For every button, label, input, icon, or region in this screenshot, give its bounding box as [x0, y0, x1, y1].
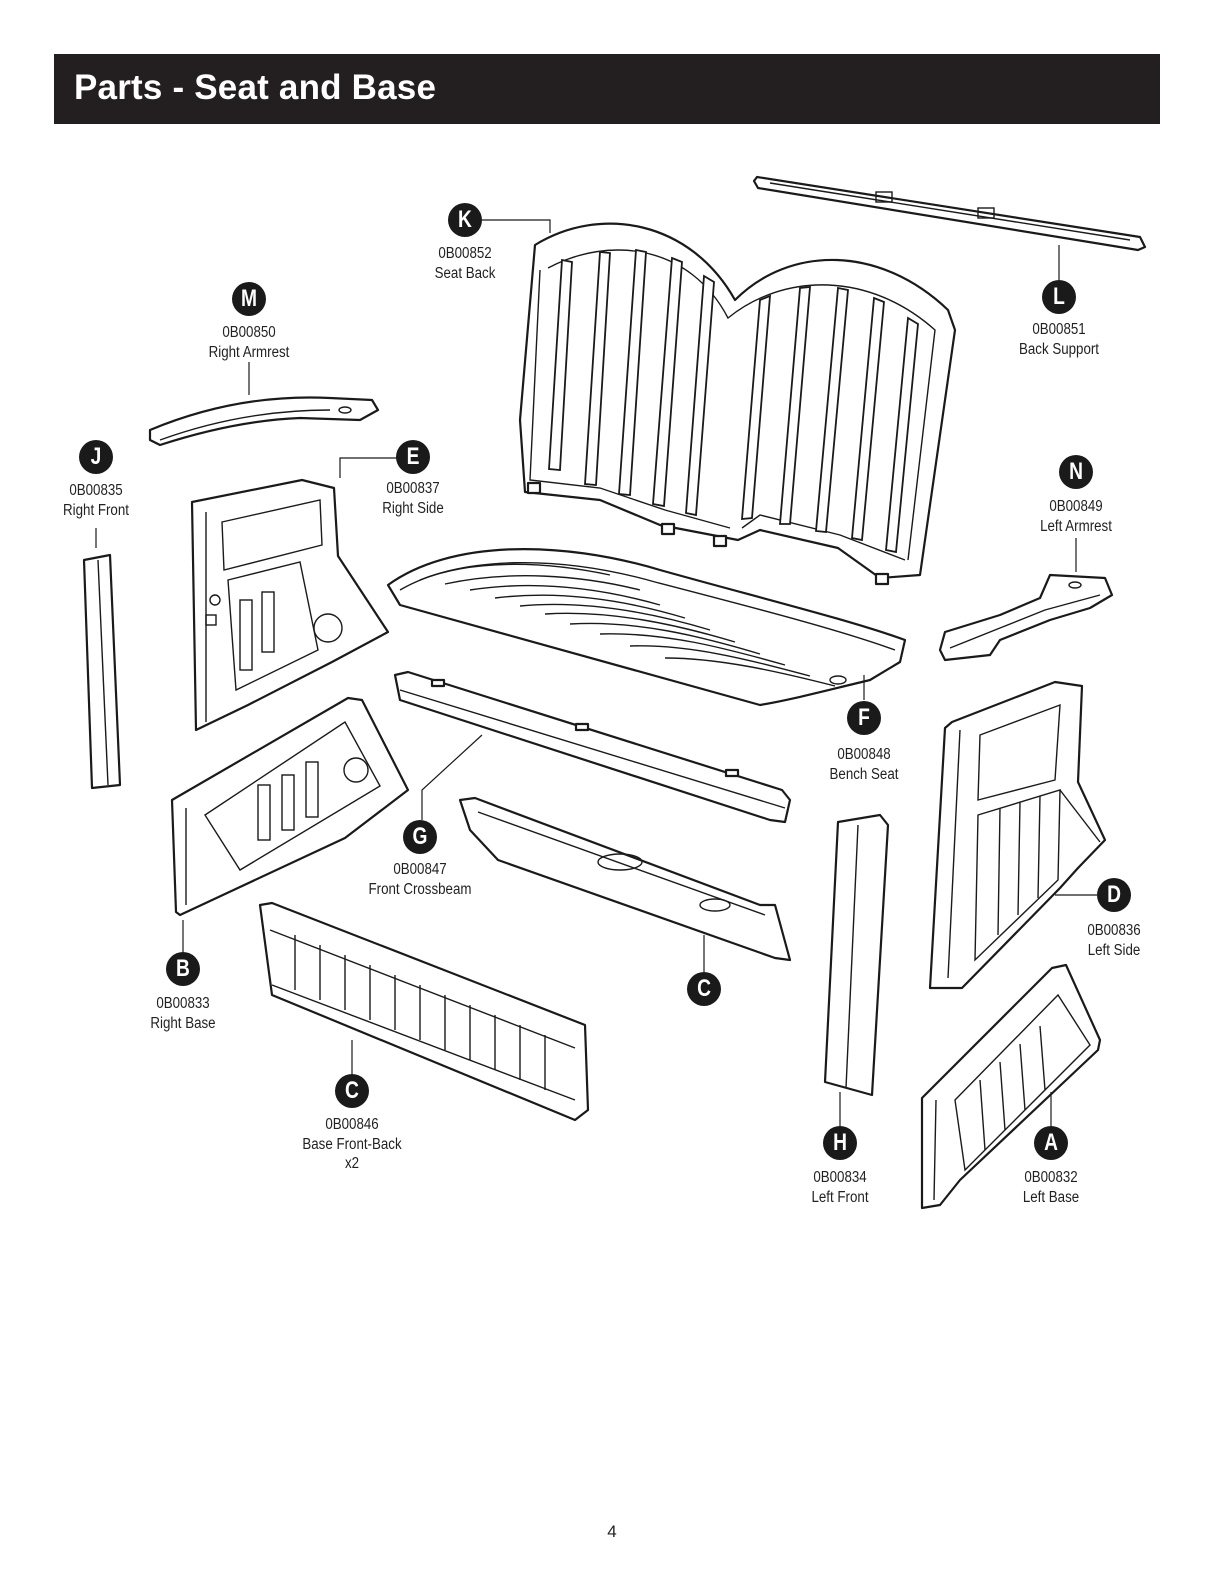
part-name: Right Front: [63, 501, 129, 519]
part-label-left-armrest: 0B00849 Left Armrest: [1007, 497, 1145, 536]
part-name: Back Support: [1018, 340, 1100, 358]
page-number: 4: [607, 1522, 617, 1541]
right-base-illustration: [170, 696, 410, 917]
part-number: 0B00852: [438, 245, 492, 262]
part-name: Seat Back: [434, 264, 496, 282]
part-label-left-base: 0B00832 Left Base: [982, 1168, 1120, 1207]
part-name: Left Front: [811, 1188, 869, 1206]
right-front-illustration: [82, 553, 122, 790]
part-number: 0B00833: [156, 995, 210, 1012]
part-number: 0B00849: [1049, 498, 1103, 515]
part-number: 0B00846: [325, 1116, 379, 1133]
part-number: 0B00835: [69, 482, 123, 499]
part-number: 0B00837: [386, 480, 440, 497]
part-name: Base Front-Back: [302, 1135, 402, 1153]
left-armrest-illustration: [938, 573, 1114, 662]
base-front-back-illustration: [258, 901, 590, 1122]
callout-badge-h: H: [823, 1126, 857, 1160]
base-crossbeam-illustration: [458, 796, 792, 962]
callout-badge-c-crossbeam: C: [687, 972, 721, 1006]
callout-badge-n: N: [1059, 455, 1093, 489]
right-armrest-illustration: [148, 396, 380, 447]
section-title: Parts - Seat and Base: [74, 68, 437, 107]
part-label-right-side: 0B00837 Right Side: [344, 479, 482, 518]
part-number: 0B00836: [1087, 922, 1141, 939]
part-name: Left Base: [1022, 1188, 1080, 1206]
part-name: Right Side: [382, 499, 444, 517]
left-front-illustration: [823, 813, 890, 1097]
part-label-back-support: 0B00851 Back Support: [990, 320, 1128, 359]
part-label-base-front-back: 0B00846 Base Front-Back x2: [283, 1115, 421, 1174]
part-label-right-armrest: 0B00850 Right Armrest: [180, 323, 318, 362]
right-side-illustration: [190, 478, 390, 732]
callout-badge-b: B: [166, 952, 200, 986]
callout-badge-f: F: [847, 701, 881, 735]
part-quantity: x2: [344, 1155, 360, 1172]
bench-seat-illustration: [386, 547, 907, 707]
part-number: 0B00832: [1024, 1169, 1078, 1186]
part-label-bench-seat: 0B00848 Bench Seat: [795, 745, 933, 784]
left-base-illustration: [920, 963, 1102, 1210]
left-side-illustration: [928, 680, 1107, 990]
part-number: 0B00834: [813, 1169, 867, 1186]
part-label-left-side: 0B00836 Left Side: [1045, 921, 1183, 960]
section-header: Parts - Seat and Base: [54, 54, 1160, 124]
part-label-left-front: 0B00834 Left Front: [771, 1168, 909, 1207]
callout-badge-j: J: [79, 440, 113, 474]
callout-badge-a: A: [1034, 1126, 1068, 1160]
part-number: 0B00847: [393, 861, 447, 878]
part-label-right-front: 0B00835 Right Front: [27, 481, 165, 520]
part-label-right-base: 0B00833 Right Base: [114, 994, 252, 1033]
callout-badge-k: K: [448, 203, 482, 237]
part-label-seat-back: 0B00852 Seat Back: [396, 244, 534, 283]
part-name: Left Armrest: [1040, 517, 1112, 535]
front-crossbeam-illustration: [393, 670, 792, 824]
callout-badge-m: M: [232, 282, 266, 316]
callout-badge-l: L: [1042, 280, 1076, 314]
back-support-illustration: [752, 175, 1147, 252]
seat-back-illustration: [518, 222, 957, 586]
callout-badge-g: G: [403, 820, 437, 854]
part-label-front-crossbeam: 0B00847 Front Crossbeam: [351, 860, 489, 899]
part-number: 0B00850: [222, 324, 276, 341]
part-number: 0B00851: [1032, 321, 1086, 338]
part-name: Front Crossbeam: [368, 880, 472, 898]
part-name: Left Side: [1087, 941, 1141, 959]
part-name: Right Armrest: [208, 343, 290, 361]
callout-badge-d: D: [1097, 878, 1131, 912]
callout-badge-c: C: [335, 1074, 369, 1108]
callout-badge-e: E: [396, 440, 430, 474]
part-number: 0B00848: [837, 746, 891, 763]
part-name: Right Base: [150, 1014, 216, 1032]
part-name: Bench Seat: [829, 765, 899, 783]
